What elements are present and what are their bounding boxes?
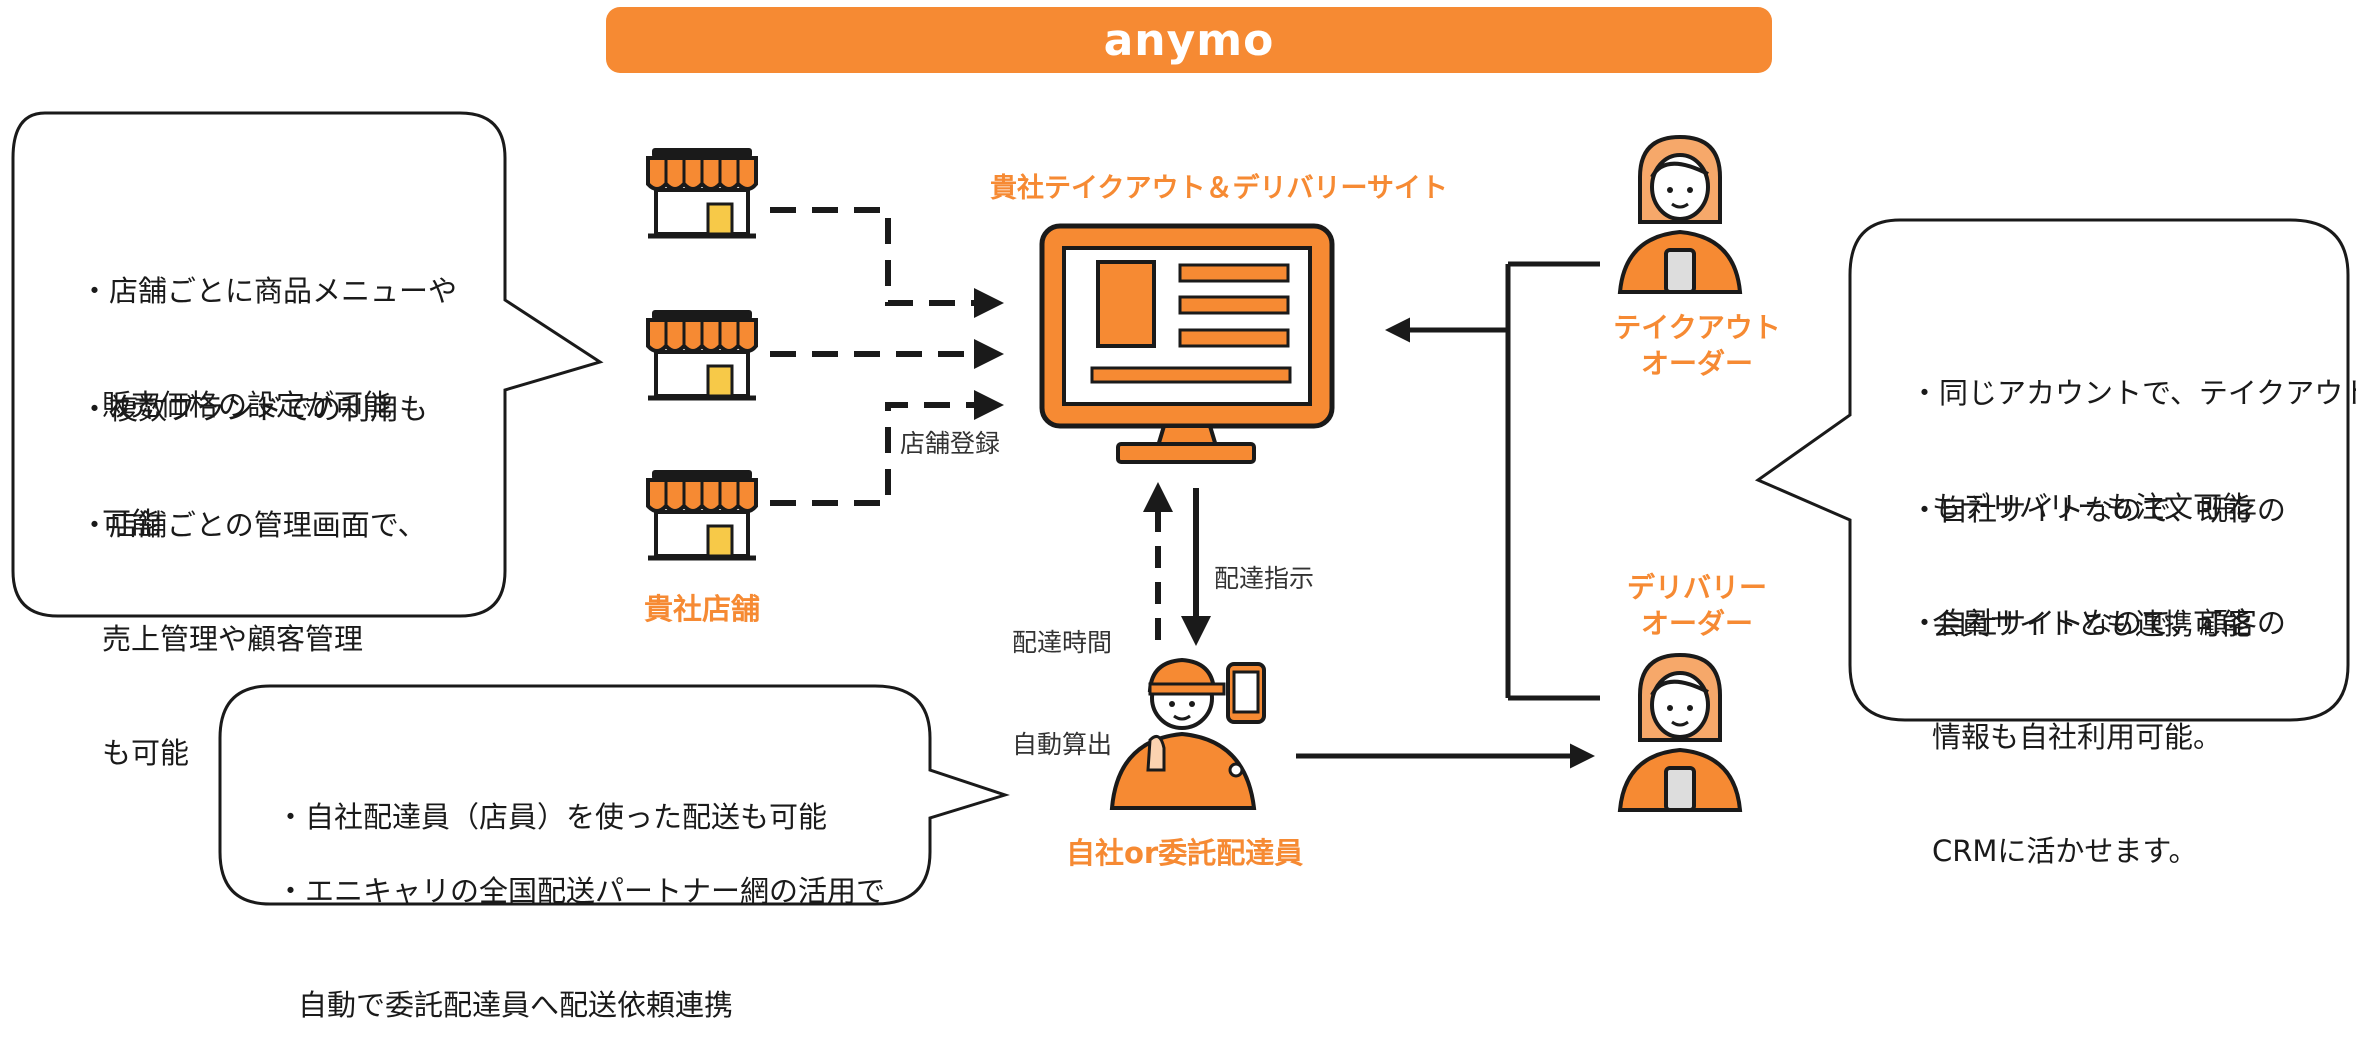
bullet-line: 可能 xyxy=(102,506,161,540)
left-speech-bubble xyxy=(11,111,604,618)
right-speech-bubble xyxy=(1754,218,2350,722)
bullet-line: ・店舗ごとの管理画面で、 xyxy=(80,508,427,542)
label-line: オーダー xyxy=(1640,347,1753,380)
delivery-customer-icon xyxy=(1618,653,1742,812)
diagram-canvas xyxy=(11,111,2350,906)
left-bubble-item: ・複数ブランドでの利用も 可能 xyxy=(80,314,428,580)
delivery-order-label: デリバリー オーダー xyxy=(1612,570,1782,642)
takeout-order-label: テイクアウト オーダー xyxy=(1612,310,1782,382)
right-bubble-item: ・自社サイトなので、既存の 会員サイトとも連携可能 xyxy=(1910,415,2286,681)
stores-label: 貴社店舗 xyxy=(644,592,761,626)
label-line: 配達時間 xyxy=(1012,628,1113,657)
courier-icon xyxy=(1109,657,1266,810)
bullet-line: 売上管理や顧客管理 xyxy=(102,622,364,656)
delivery-instruction-label: 配達指示 xyxy=(1214,564,1315,593)
bullet-line: ・同じアカウントで、テイクアウト xyxy=(1910,376,2356,410)
bullet-line: も可能 xyxy=(102,736,190,770)
bullet-line: ・エニキャリの全国配送パートナー網の活用で xyxy=(276,874,886,908)
bullet-line: 自動で委託配達員へ配送依頼連携 xyxy=(298,988,734,1022)
store-registration-label: 店舗登録 xyxy=(900,429,1001,458)
bullet-line: CRMに活かせます。 xyxy=(1932,834,2198,868)
left-bubble-item: ・店舗ごとに商品メニューや 販売価格の設定が可能 xyxy=(80,196,457,462)
right-bubble-item: ・自社サイトなので、顧客の 情報も自社利用可能。 CRMに活かせます。 xyxy=(1910,528,2286,908)
site-label: 貴社テイクアウト＆デリバリーサイト xyxy=(990,173,1448,204)
bullet-line: ・自社サイトなので、顧客の xyxy=(1910,606,2286,640)
bottom-speech-bubble xyxy=(218,684,1010,906)
store-dashed-connectors xyxy=(770,207,1004,506)
store-icon xyxy=(648,470,756,558)
bottom-bubble-item: ・自社配達員（店員）を使った配送も可能 xyxy=(276,722,827,874)
order-connector-lines xyxy=(1385,261,1600,701)
bullet-line: ・店舗ごとに商品メニューや xyxy=(80,274,458,308)
bullet-line: ・自社配達員（店員）を使った配送も可能 xyxy=(276,800,828,834)
bullet-line: 販売価格の設定が可能 xyxy=(102,388,393,422)
store-icon xyxy=(648,148,756,236)
store-icon xyxy=(648,310,756,398)
bullet-line: ・複数ブランドでの利用も xyxy=(80,392,429,426)
label-line: 自動算出 xyxy=(1012,730,1113,759)
label-line: デリバリー xyxy=(1626,571,1767,604)
bottom-bubble-item: ・エニキャリの全国配送パートナー網の活用で 自動で委託配達員へ配送依頼連携 xyxy=(276,796,885,1062)
left-bubble-item: ・店舗ごとの管理画面で、 売上管理や顧客管理 も可能 xyxy=(80,430,427,810)
bullet-line: 会員サイトとも連携可能 xyxy=(1932,607,2252,641)
bullet-line: ・自社サイトなので、既存の xyxy=(1910,493,2286,527)
title-text: anymo xyxy=(1103,14,1275,66)
bullet-line: もデリバリーも注文可能 xyxy=(1932,490,2252,524)
label-line: オーダー xyxy=(1640,607,1753,640)
bullet-line: 情報も自社利用可能。 xyxy=(1932,720,2223,754)
label-line: テイクアウト xyxy=(1613,311,1781,344)
delivery-time-label: 配達時間 自動算出 xyxy=(1012,558,1112,796)
title-bar: anymo xyxy=(606,7,1772,73)
right-bubble-item: ・同じアカウントで、テイクアウト もデリバリーも注文可能 xyxy=(1910,298,2356,564)
courier-label: 自社or委託配達員 xyxy=(1066,836,1304,870)
website-monitor-icon xyxy=(1039,223,1335,464)
takeout-customer-icon xyxy=(1618,135,1742,294)
